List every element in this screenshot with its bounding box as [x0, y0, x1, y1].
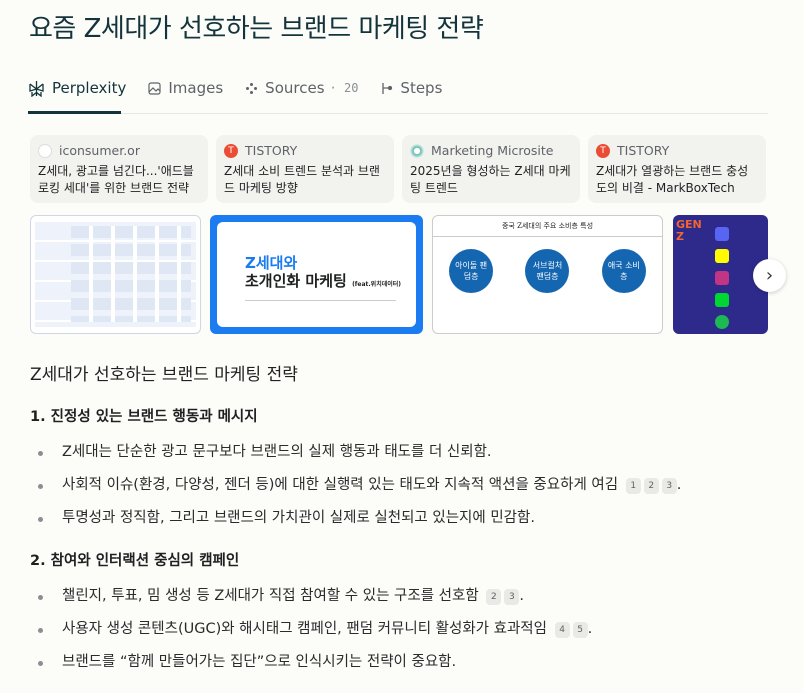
steps-icon — [382, 82, 393, 94]
citation-badge[interactable]: 1 — [625, 478, 641, 494]
source-cards: iconsumer.or Z세대, 광고를 넘긴다...'애드블로킹 세대'를 … — [30, 135, 766, 203]
section-heading: 1. 진정성 있는 브랜드 행동과 메시지 — [30, 409, 258, 425]
source-card[interactable]: iconsumer.or Z세대, 광고를 넘긴다...'애드블로킹 세대'를 … — [30, 135, 208, 203]
source-site: TISTORY — [245, 143, 298, 158]
bullet-list: Z세대는 단순한 광고 문구보다 브랜드의 실제 행동과 태도를 더 신뢰함. … — [30, 436, 770, 535]
tab-label: Perplexity — [52, 79, 127, 97]
citation-badge[interactable]: 4 — [554, 622, 570, 638]
image-thumbnail-brand-table[interactable] — [30, 215, 201, 334]
list-item-text: 사용자 생성 콘텐츠(UGC)와 해시태그 캠페인, 팬덤 커뮤니티 활성화가 … — [62, 621, 547, 637]
sources-icon — [246, 82, 258, 94]
chevron-right-icon: › — [765, 265, 774, 286]
tab-sources[interactable]: Sources · 20 — [245, 76, 358, 100]
active-tab-indicator — [28, 111, 121, 114]
image-text: 서브컬처 팬덤층 — [525, 249, 570, 293]
source-title: Z세대 소비 트렌드 분석과 브랜드 마케팅 방향 — [224, 164, 380, 195]
list-item: 브랜드를 “함께 만들어가는 집단”으로 인식시키는 전략이 중요함. — [30, 646, 770, 679]
citation-badge[interactable]: 3 — [661, 478, 677, 494]
citation-badge[interactable]: 3 — [504, 589, 520, 605]
bullet-list: 챌린지, 투표, 밈 생성 등 Z세대가 직접 참여할 수 있는 구조를 선호함… — [30, 580, 770, 679]
source-site: TISTORY — [617, 143, 670, 158]
list-item: 사회적 이슈(환경, 다양성, 젠더 등)에 대한 실행력 있는 태도와 지속적… — [30, 469, 770, 502]
source-card[interactable]: Marketing Microsite 2025년을 형성하는 Z세대 마케팅 … — [402, 135, 580, 203]
tab-label: Images — [168, 79, 224, 97]
source-title: Z세대가 열광하는 브랜드 충성도의 비결 - MarkBoxTech — [596, 164, 749, 195]
list-item-text: 브랜드를 “함께 만들어가는 집단”으로 인식시키는 전략이 중요함. — [62, 654, 457, 670]
image-thumbnail-personalization[interactable]: Z세대와 초개인화 마케팅 (feat.위치데이터) — [210, 215, 423, 334]
tistory-favicon-icon: T — [224, 143, 238, 158]
image-text: 애국 소비층 — [601, 249, 646, 293]
image-text: 중국 Z세대의 주요 소비층 특성 — [501, 222, 594, 230]
perplexity-icon — [29, 80, 44, 97]
iconsumer-favicon-icon — [38, 143, 52, 158]
citation-badge[interactable]: 5 — [572, 622, 588, 638]
sources-count-value: 20 — [343, 81, 359, 95]
citation-badge[interactable]: 2 — [486, 589, 502, 605]
tab-steps[interactable]: Steps — [380, 76, 442, 100]
tab-label: Sources — [265, 79, 325, 97]
sources-count: · 20 — [329, 81, 359, 95]
list-item-text: 챌린지, 투표, 밈 생성 등 Z세대가 직접 참여할 수 있는 구조를 선호함 — [62, 588, 479, 604]
list-item-text: Z세대는 단순한 광고 문구보다 브랜드의 실제 행동과 태도를 더 신뢰함. — [62, 444, 492, 460]
tab-bar: Perplexity Images Sources · 20 Steps — [28, 76, 768, 114]
list-item: 사용자 생성 콘텐츠(UGC)와 해시태그 캠페인, 팬덤 커뮤니티 활성화가 … — [30, 613, 770, 646]
tab-images[interactable]: Images — [148, 76, 223, 100]
page-title: 요즘 Z세대가 선호하는 브랜드 마케팅 전략 — [29, 14, 484, 44]
source-site: Marketing Microsite — [431, 143, 554, 158]
section-heading: 2. 참여와 인터랙션 중심의 캠페인 — [30, 553, 240, 569]
answer-heading: Z세대가 선호하는 브랜드 마케팅 전략 — [30, 365, 298, 385]
source-site: iconsumer.or — [59, 143, 140, 158]
image-text: 초개인화 마케팅 — [245, 272, 347, 290]
image-text: Z세대와 — [245, 254, 298, 272]
image-text: GEN Z — [676, 218, 702, 243]
image-thumbnail-genz-apps[interactable]: GEN Z — [673, 215, 768, 334]
image-icon — [148, 81, 161, 95]
citation-badge[interactable]: 2 — [643, 478, 659, 494]
tistory-favicon-icon: T — [596, 143, 610, 158]
list-item: Z세대는 단순한 광고 문구보다 브랜드의 실제 행동과 태도를 더 신뢰함. — [30, 436, 770, 469]
image-thumbnail-china-genz[interactable]: 중국 Z세대의 주요 소비층 특성 아이돌 팬덤층 서브컬처 팬덤층 애국 소비… — [432, 215, 663, 334]
list-item-text: 사회적 이슈(환경, 다양성, 젠더 등)에 대한 실행력 있는 태도와 지속적… — [62, 477, 619, 493]
source-title: Z세대, 광고를 넘긴다...'애드블로킹 세대'를 위한 브랜드 전략 ... — [38, 164, 194, 195]
next-images-button[interactable]: › — [753, 259, 786, 292]
tab-perplexity[interactable]: Perplexity — [28, 76, 126, 100]
list-item: 투명성과 정직함, 그리고 브랜드의 가치관이 실제로 실천되고 있는지에 민감… — [30, 502, 770, 535]
answer: Z세대가 선호하는 브랜드 마케팅 전략 1. 진정성 있는 브랜드 행동과 메… — [30, 360, 770, 693]
source-card[interactable]: T TISTORY Z세대 소비 트렌드 분석과 브랜드 마케팅 방향 — [216, 135, 394, 203]
list-item: 챌린지, 투표, 밈 생성 등 Z세대가 직접 참여할 수 있는 구조를 선호함… — [30, 580, 770, 613]
microsite-favicon-icon — [410, 143, 424, 158]
list-item-text: 투명성과 정직함, 그리고 브랜드의 가치관이 실제로 실천되고 있는지에 민감… — [62, 510, 535, 526]
image-text: 아이돌 팬덤층 — [449, 249, 494, 293]
source-title: 2025년을 형성하는 Z세대 마케팅 트렌드 — [410, 164, 571, 195]
source-card[interactable]: T TISTORY Z세대가 열광하는 브랜드 충성도의 비결 - MarkBox… — [588, 135, 766, 203]
image-text: (feat.위치데이터) — [352, 281, 402, 288]
tab-label: Steps — [400, 79, 443, 97]
